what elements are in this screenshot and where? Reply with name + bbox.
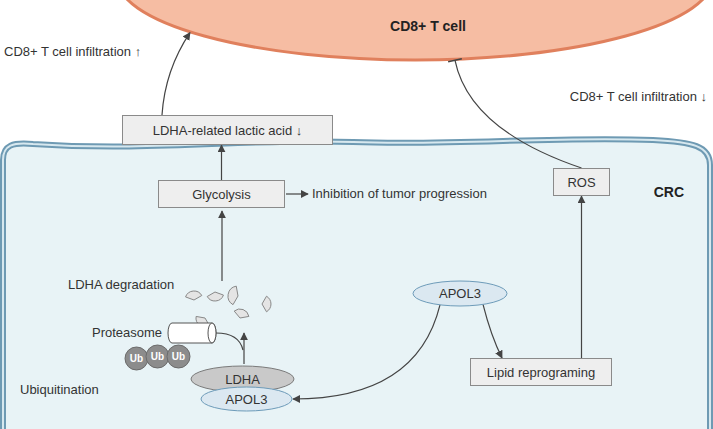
arrow	[286, 193, 308, 194]
node-label: APOL3	[226, 392, 268, 407]
fragment	[234, 309, 249, 318]
ubiquitin-circle: Ub	[124, 346, 149, 371]
fragment	[228, 286, 238, 305]
inhibition-line	[455, 60, 582, 168]
node-label: LDHA-related lactic acid ↓	[153, 123, 303, 138]
protein-ellipse: APOL3	[412, 280, 508, 307]
process-box: LDHA-related lactic acid ↓	[122, 115, 333, 145]
ubiquitin-circle: Ub	[145, 344, 170, 369]
part-label: Proteasome	[92, 325, 162, 340]
node-label: APOL3	[439, 286, 481, 301]
fragment	[186, 291, 202, 300]
annotation: CD8+ T cell infiltration ↓	[570, 89, 707, 104]
ldha-fragments	[186, 286, 271, 327]
arrow	[483, 304, 502, 358]
process-label: LDHA degradation	[68, 277, 174, 292]
arrow	[216, 333, 243, 350]
arrow	[581, 196, 582, 358]
process-box: ROS	[553, 168, 610, 196]
annotation: Inhibition of tumor progression	[312, 186, 487, 201]
cell-shape: CD8+ T cell	[115, 0, 713, 62]
cell-membrane	[3, 139, 710, 429]
node-label: Glycolysis	[192, 187, 251, 202]
circle-shape	[146, 345, 169, 368]
circle-shape	[125, 347, 148, 370]
protein-ellipse: APOL3	[200, 386, 293, 412]
node-label: Ub	[172, 351, 185, 362]
process-label: Ubiquitination	[20, 382, 99, 397]
process-box: Lipid reprograming	[470, 358, 612, 386]
process-box: Glycolysis	[158, 180, 285, 208]
arrow	[221, 145, 222, 180]
arrow	[243, 333, 244, 364]
node-label: Lipid reprograming	[487, 365, 595, 380]
arrow	[162, 33, 190, 115]
arrow	[293, 305, 440, 399]
node-label: Ub	[151, 351, 164, 362]
ubiquitin-circle: Ub	[166, 344, 191, 369]
node-label: ROS	[567, 175, 595, 190]
proteasome-symbol	[168, 323, 216, 343]
fragment	[207, 292, 223, 301]
ellipse-shape	[201, 387, 292, 411]
annotation: CD8+ T cell infiltration ↑	[4, 44, 141, 59]
ellipse-shape	[413, 281, 507, 306]
node-label: Ub	[130, 353, 143, 364]
circle-shape	[167, 345, 190, 368]
cell-membrane	[3, 139, 710, 429]
node-label: LDHA	[225, 372, 260, 387]
node-label: CD8+ T cell	[115, 18, 713, 34]
arrow	[221, 211, 222, 281]
fragment	[262, 296, 271, 312]
